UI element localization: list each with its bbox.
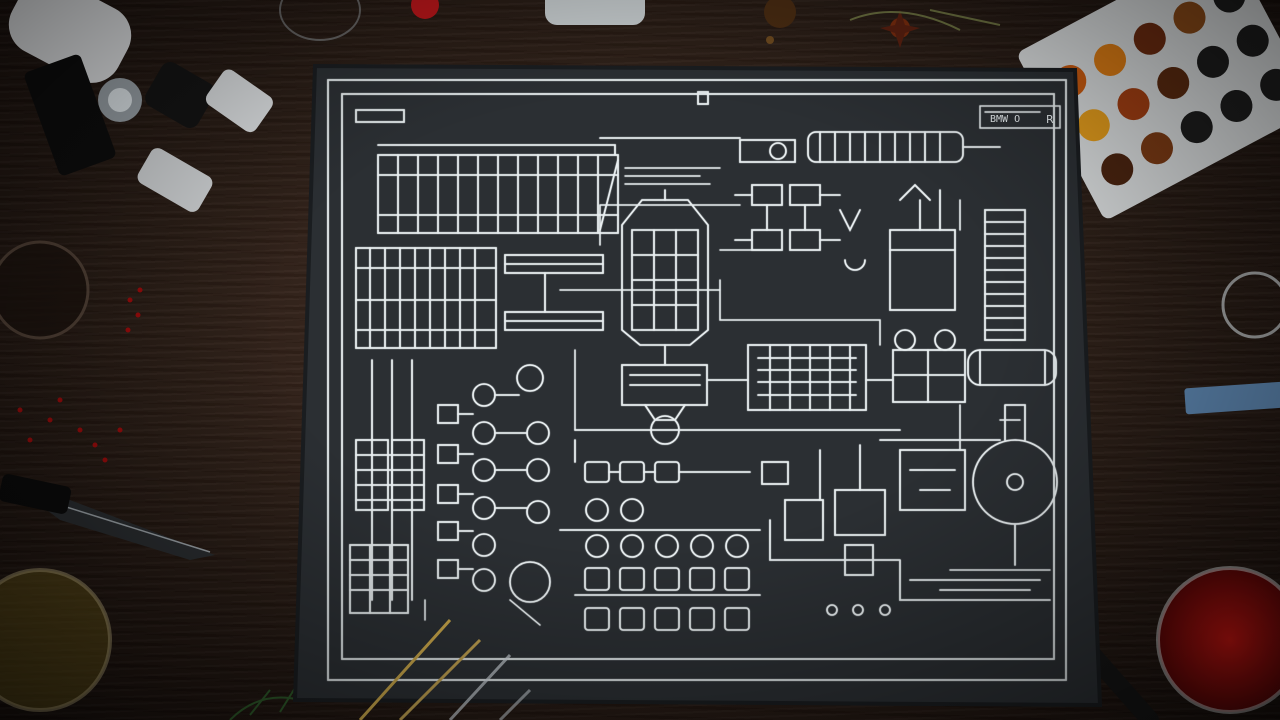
spices-top: [764, 0, 1001, 48]
board-corner-label: BMW O: [990, 114, 1020, 125]
knife: [0, 474, 215, 560]
herbs: [229, 687, 301, 720]
microscope: [8, 0, 273, 212]
board-corner-mark: R: [1046, 113, 1054, 126]
right-items: [1156, 271, 1280, 714]
top-tools: [279, 0, 645, 41]
